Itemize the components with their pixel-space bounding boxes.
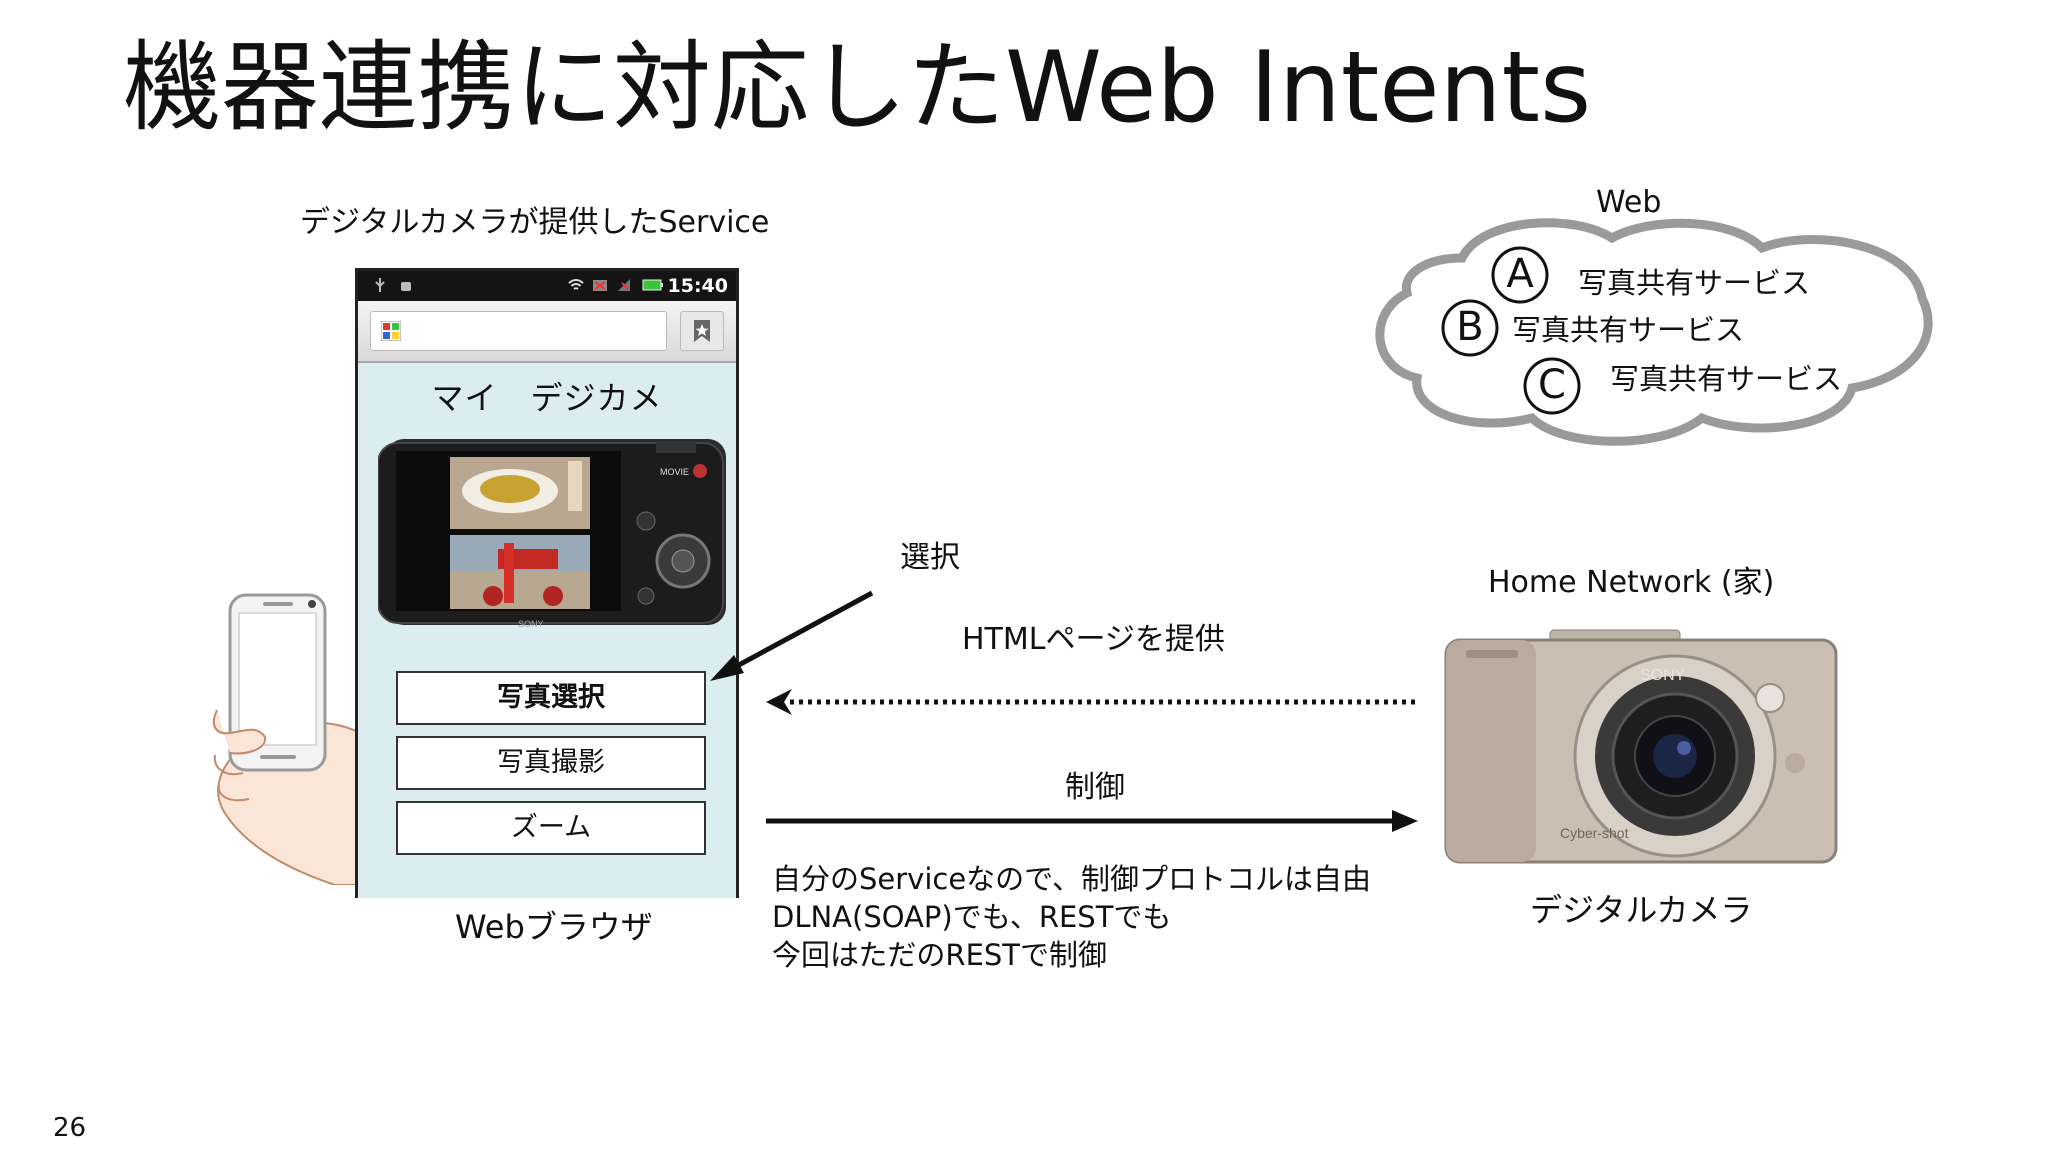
- favicon-icon: [381, 321, 401, 341]
- service-c-letter: C: [1538, 362, 1566, 408]
- battery-icon: [642, 279, 663, 291]
- wifi-icon: [568, 279, 584, 290]
- svg-text:SONY: SONY: [518, 619, 544, 629]
- page-number: 26: [53, 1113, 87, 1143]
- signal-icon: [618, 279, 630, 291]
- service-a-name: 写真共有サービス: [1578, 266, 1811, 300]
- protocol-notes: 自分のServiceなので、制御プロトコルは自由 DLNA(SOAP)でも、RE…: [772, 860, 1371, 974]
- select-photo-button[interactable]: 写真選択: [396, 671, 706, 725]
- svg-text:Cyber-shot: Cyber-shot: [1560, 825, 1629, 841]
- bookmark-button[interactable]: [680, 311, 724, 351]
- service-b-letter: B: [1456, 304, 1484, 350]
- service-caption: デジタルカメラが提供したService: [300, 205, 770, 240]
- page-title: マイ デジカメ: [431, 379, 663, 417]
- service-a-letter: A: [1506, 251, 1534, 297]
- note-line-1: 自分のServiceなので、制御プロトコルは自由: [772, 862, 1372, 896]
- browser-caption: Webブラウザ: [455, 908, 653, 946]
- digital-camera-icon: Cyber-shot SONY: [1444, 629, 1838, 864]
- svg-text:SONY: SONY: [1640, 667, 1686, 684]
- note-line-3: 今回はただのRESTで制御: [772, 938, 1108, 972]
- zoom-button[interactable]: ズーム: [396, 801, 706, 855]
- usb-icon: [375, 278, 385, 292]
- status-bar: 15:40: [358, 271, 736, 301]
- status-clock: 15:40: [667, 275, 728, 297]
- service-c-circle-icon: [1523, 357, 1581, 415]
- service-c-name: 写真共有サービス: [1610, 362, 1843, 396]
- camera-back-image: MOVIE SONY: [378, 439, 726, 629]
- hand-holding-phone-icon: [212, 593, 365, 885]
- bookmark-star-icon: [694, 320, 710, 342]
- page-content: マイ デジカメ MOVIE SONY 写真選択 写真撮影: [358, 363, 736, 898]
- note-line-2: DLNA(SOAP)でも、RESTでも: [772, 900, 1172, 934]
- select-label: 選択: [900, 540, 960, 575]
- android-icon: [401, 282, 411, 291]
- svg-text:MOVIE: MOVIE: [660, 467, 689, 477]
- home-network-label: Home Network (家): [1488, 565, 1775, 600]
- web-label: Web: [1596, 185, 1662, 220]
- html-page-label: HTMLページを提供: [962, 622, 1225, 657]
- no-signal-icon: [593, 280, 607, 291]
- web-browser-screen: 15:40 マイ デジカメ: [355, 268, 739, 898]
- url-bar: [358, 301, 736, 363]
- service-b-name: 写真共有サービス: [1512, 313, 1745, 347]
- select-arrow-icon: [710, 590, 874, 681]
- address-field[interactable]: [370, 311, 667, 351]
- service-b-circle-icon: [1441, 299, 1499, 357]
- control-label: 制御: [1065, 770, 1125, 805]
- slide-title: 機器連携に対応したWeb Intents: [123, 31, 1592, 145]
- camera-caption: デジタルカメラ: [1530, 891, 1753, 929]
- service-a-circle-icon: [1491, 246, 1549, 304]
- html-page-arrow-icon: [766, 689, 1416, 715]
- take-photo-button[interactable]: 写真撮影: [396, 736, 706, 790]
- control-arrow-icon: [766, 810, 1418, 832]
